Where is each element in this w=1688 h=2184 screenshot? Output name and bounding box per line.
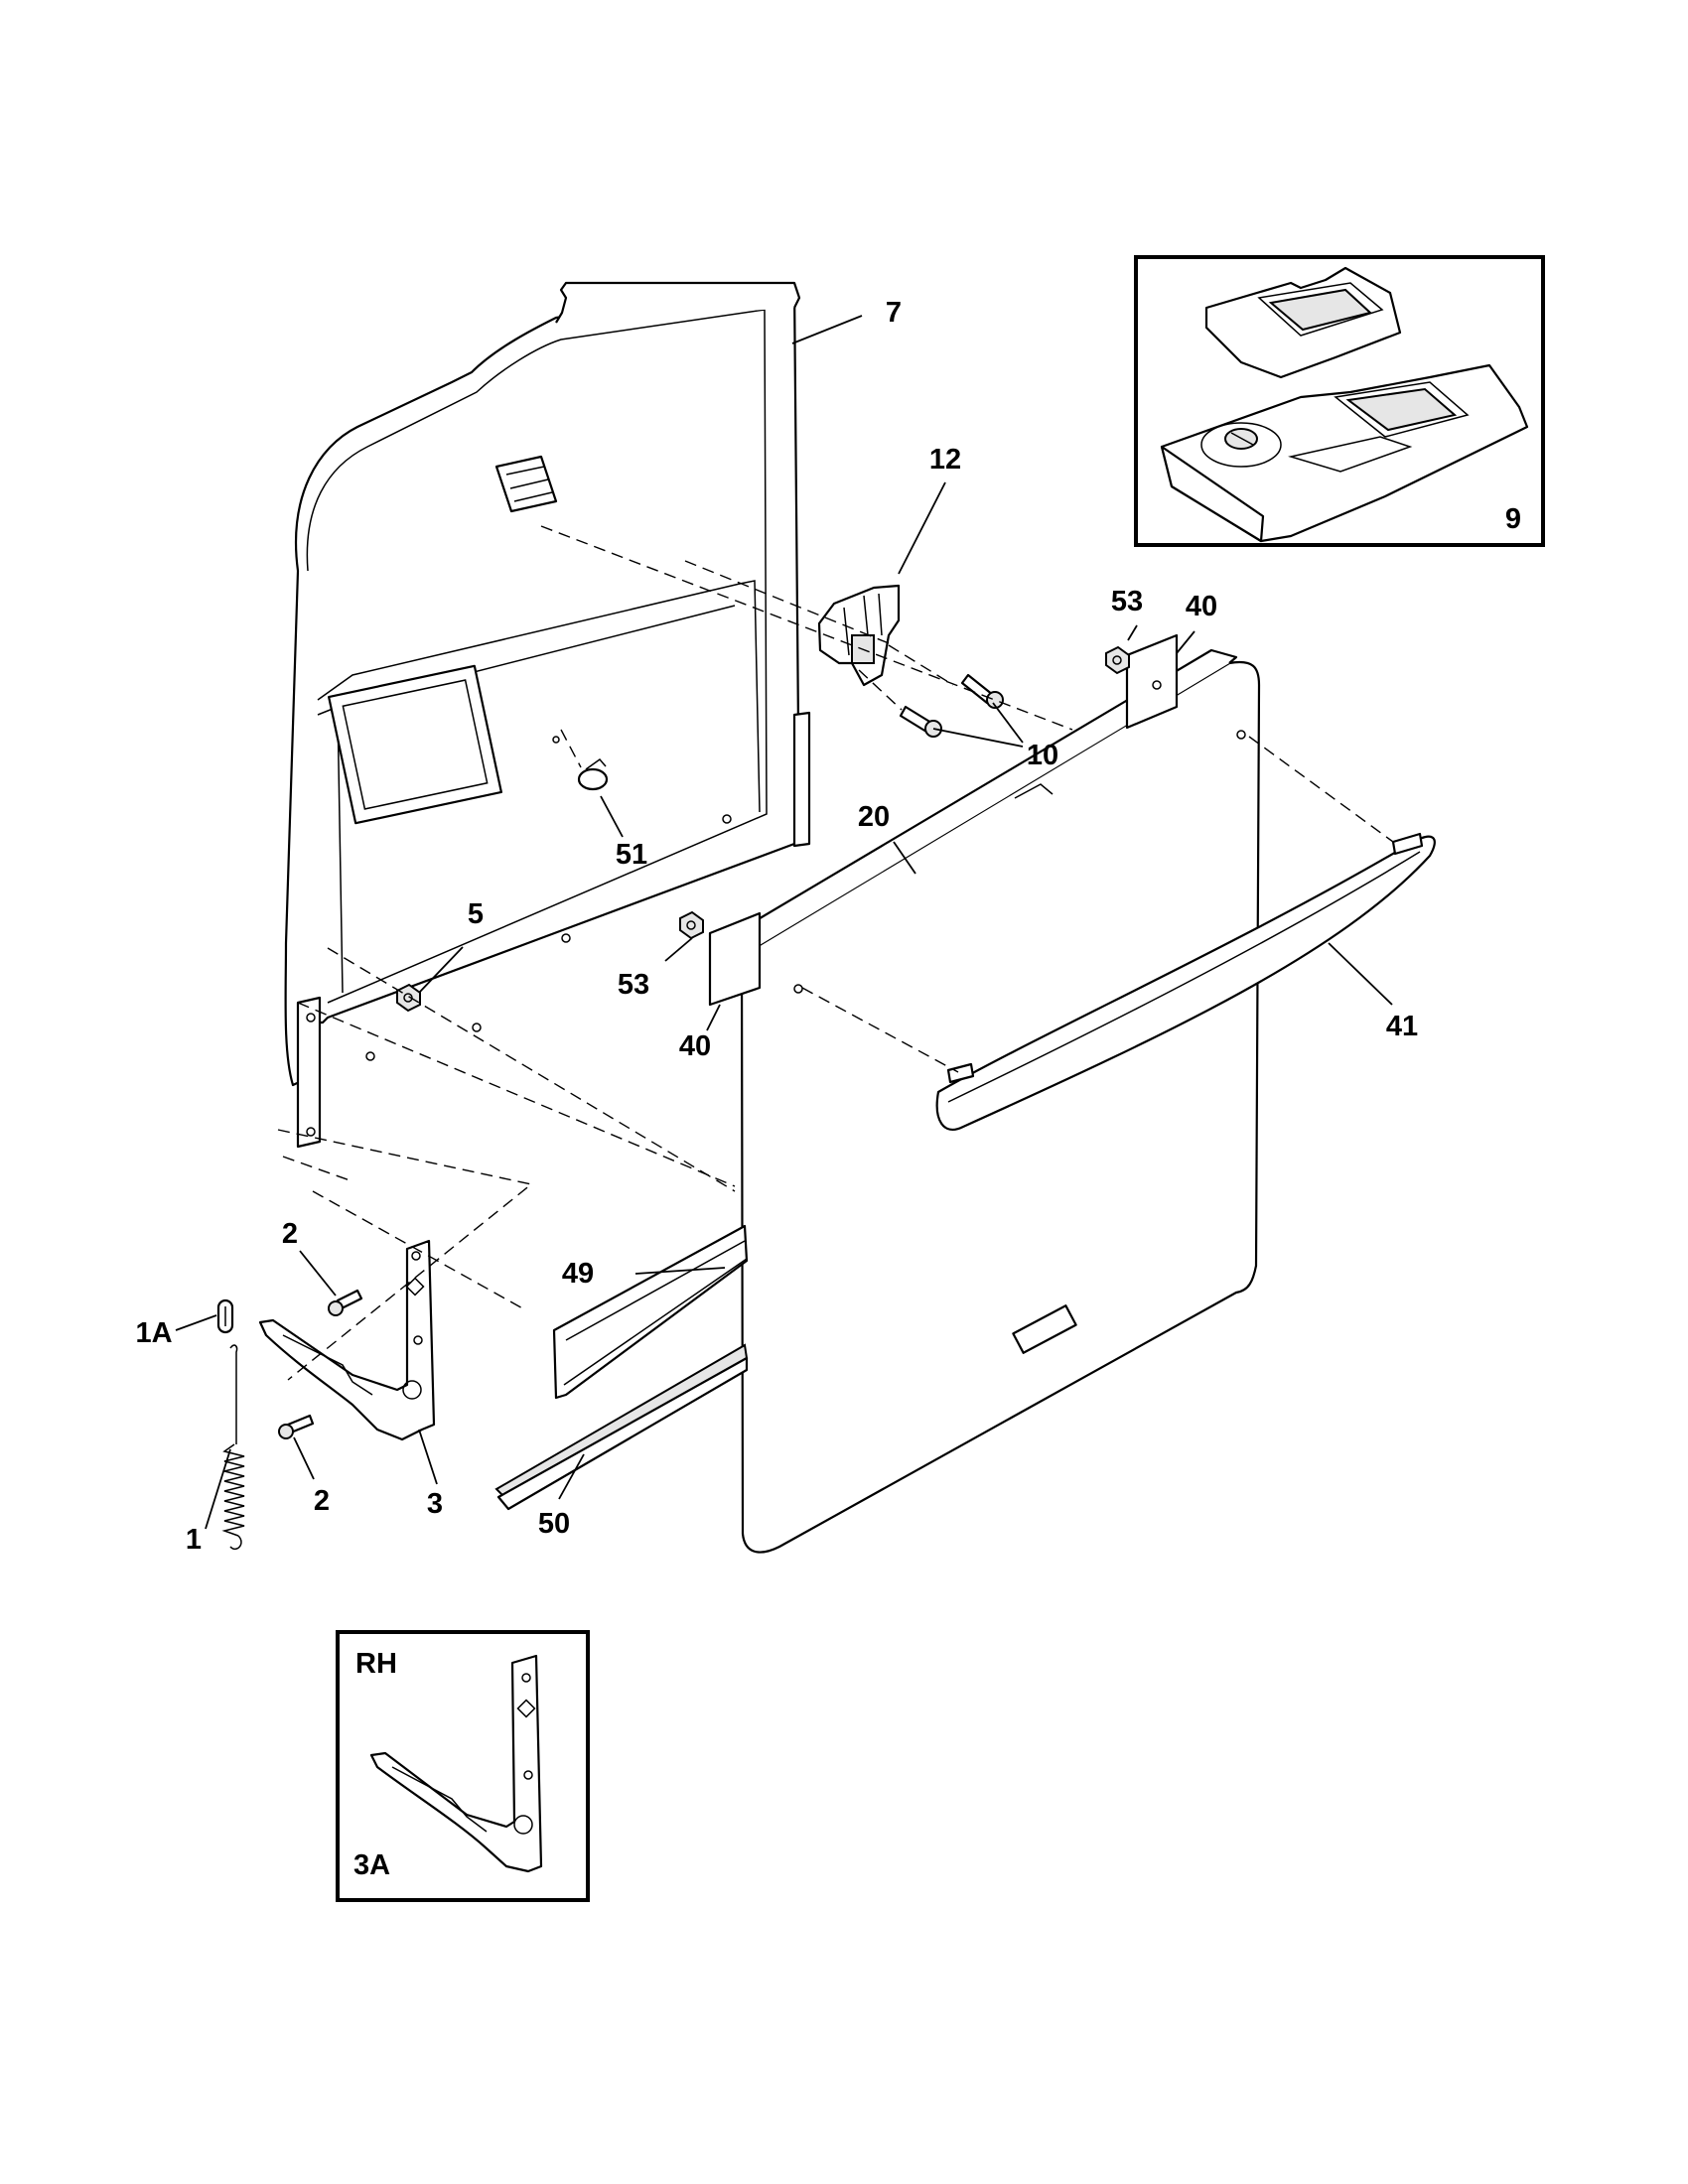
callout-1A: 1A bbox=[135, 1317, 172, 1349]
callout-2-lower: 2 bbox=[314, 1485, 330, 1517]
screw-10-lower bbox=[899, 705, 942, 738]
door-bracket-lower bbox=[708, 911, 762, 1007]
callout-53-lower: 53 bbox=[618, 969, 649, 1001]
inner-door-panel bbox=[284, 281, 811, 1149]
callout-2-upper: 2 bbox=[282, 1218, 298, 1250]
door-bracket-upper bbox=[1125, 633, 1179, 730]
hinge-screw-upper bbox=[328, 1289, 363, 1316]
dispenser-part bbox=[1160, 266, 1529, 543]
callout-53-upper: 53 bbox=[1111, 586, 1143, 617]
plug bbox=[577, 757, 609, 791]
door-latch bbox=[817, 584, 901, 687]
callout-7: 7 bbox=[886, 297, 902, 329]
nut-5 bbox=[396, 983, 421, 1013]
nut-53-lower bbox=[679, 910, 704, 940]
callout-41: 41 bbox=[1386, 1011, 1418, 1042]
callout-20: 20 bbox=[858, 801, 890, 833]
door-handle bbox=[935, 832, 1436, 1131]
leader-lines bbox=[175, 315, 1393, 1530]
screw-10-upper bbox=[960, 673, 1004, 709]
callout-40-upper: 40 bbox=[1186, 591, 1217, 622]
callout-12: 12 bbox=[929, 444, 961, 476]
callout-9: 9 bbox=[1505, 503, 1521, 535]
hinge-screw-lower bbox=[278, 1414, 315, 1439]
callout-5: 5 bbox=[468, 898, 484, 930]
spring-link bbox=[216, 1298, 234, 1334]
inset-rh-label: RH bbox=[355, 1648, 397, 1680]
callout-1: 1 bbox=[186, 1524, 202, 1556]
door-spring bbox=[221, 1344, 245, 1551]
inset-dispenser-frame bbox=[1134, 255, 1545, 547]
inset-rh-frame bbox=[336, 1630, 590, 1902]
callout-40-lower: 40 bbox=[679, 1030, 711, 1062]
callout-labels: 7 12 53 40 10 20 51 5 53 40 41 2 49 1A 1… bbox=[135, 297, 1418, 1556]
nut-53-upper bbox=[1105, 645, 1130, 675]
assembly-guide-lines bbox=[277, 525, 1394, 1381]
callout-10: 10 bbox=[1027, 740, 1058, 771]
inset-dispenser: 9 bbox=[1134, 255, 1545, 547]
hinge-arm bbox=[258, 1239, 436, 1441]
callout-50: 50 bbox=[538, 1508, 570, 1540]
callout-51: 51 bbox=[616, 839, 647, 871]
inset-rh-hinge: RH 3A bbox=[336, 1630, 590, 1902]
rh-hinge-arm bbox=[369, 1654, 543, 1873]
inset-rh-part-label: 3A bbox=[353, 1849, 390, 1881]
callout-3: 3 bbox=[427, 1488, 443, 1520]
trim-strip bbox=[494, 1343, 749, 1511]
callout-49: 49 bbox=[562, 1258, 594, 1290]
